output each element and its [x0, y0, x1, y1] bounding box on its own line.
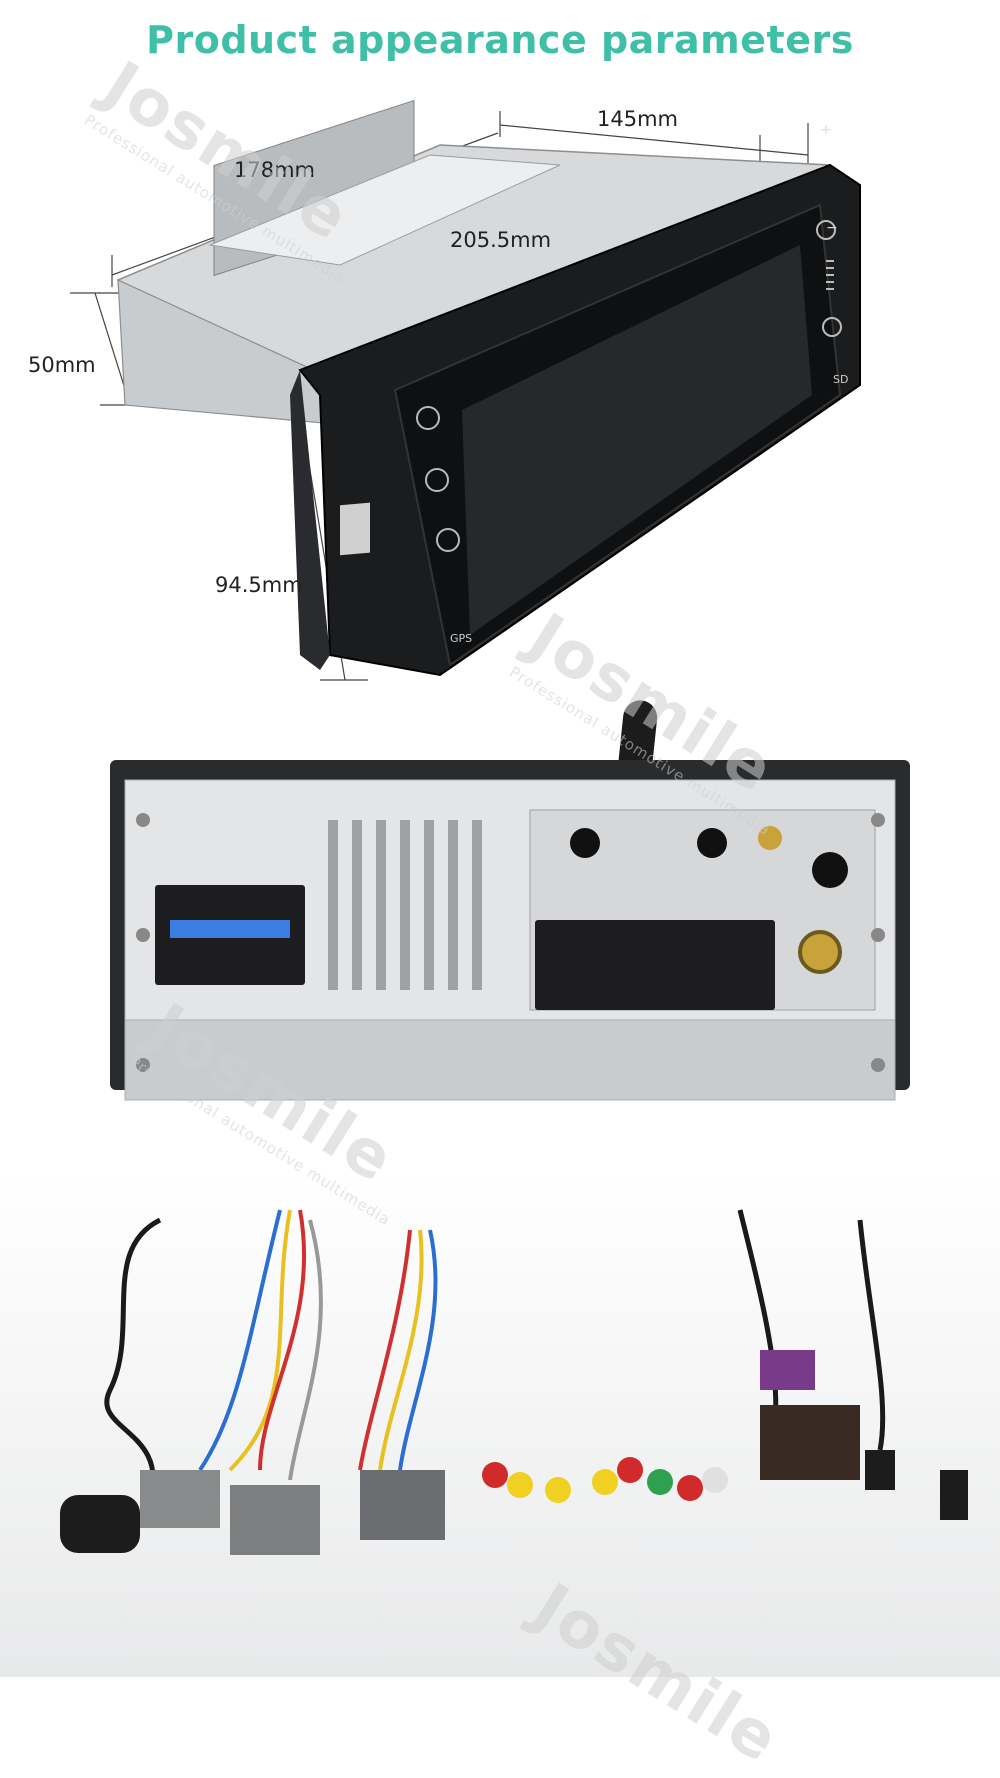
main-harness-socket	[535, 920, 775, 1010]
harness-1-wires	[198, 1209, 323, 1481]
width-dimension: 145mm	[597, 107, 678, 131]
volume-down-icon[interactable]	[822, 317, 842, 337]
gps-connector	[758, 826, 782, 850]
power-icon[interactable]	[416, 406, 440, 430]
accessories-drawing	[0, 1170, 1000, 1677]
mounting-screws	[136, 813, 885, 1072]
diagonal-dimension: 205.5mm	[450, 228, 552, 252]
rear-panel-figure	[0, 690, 1000, 1170]
gps-antenna	[60, 1495, 140, 1553]
usb-cable	[737, 1209, 779, 1421]
volume-bars	[826, 260, 834, 290]
vent-slots	[328, 820, 482, 990]
usb-connector	[760, 1350, 815, 1390]
rear-panel-drawing	[110, 700, 910, 1101]
can-bus-decoder	[760, 1405, 860, 1480]
bottom-plate	[124, 1019, 896, 1101]
radio-adapter-cable	[857, 1219, 886, 1451]
spec-sticker	[208, 154, 561, 266]
accessories-figure	[0, 1170, 1000, 1677]
radio-adapter-plug-b	[940, 1470, 968, 1520]
depth-dimension: 178mm	[234, 158, 315, 182]
left-height-dimension: 50mm	[28, 353, 96, 377]
home-icon[interactable]	[425, 468, 449, 492]
gps-cable	[104, 1217, 162, 1501]
head-unit-figure: + − SD GPS 145mm 178mm 205.5mm 50mm 94.5…	[0, 95, 1000, 715]
port-hole-3	[812, 852, 848, 888]
display-area	[462, 245, 812, 635]
sd-label: SD	[833, 373, 849, 386]
back-icon[interactable]	[436, 528, 460, 552]
front-height-dimension: 94.5mm	[215, 573, 303, 597]
harness-1-plug-b	[230, 1485, 320, 1555]
volume-up-label: +	[820, 122, 832, 138]
harness-1-plug	[140, 1470, 220, 1528]
bracket-left	[290, 370, 330, 670]
fuse	[170, 920, 290, 938]
head-unit-drawing	[70, 99, 861, 681]
radio-adapter-plug	[865, 1450, 895, 1490]
port-hole-2	[697, 828, 727, 858]
harness-2-plug	[360, 1470, 445, 1540]
rca-plugs	[482, 1457, 728, 1503]
bracket-slot	[340, 502, 370, 556]
volume-up-icon[interactable]	[816, 220, 836, 240]
port-hole-1	[570, 828, 600, 858]
gps-label: GPS	[450, 632, 473, 645]
harness-2-wires	[358, 1229, 438, 1471]
volume-down-label: −	[826, 220, 838, 236]
radio-antenna-socket	[798, 930, 842, 974]
page-title: Product appearance parameters	[146, 18, 854, 62]
